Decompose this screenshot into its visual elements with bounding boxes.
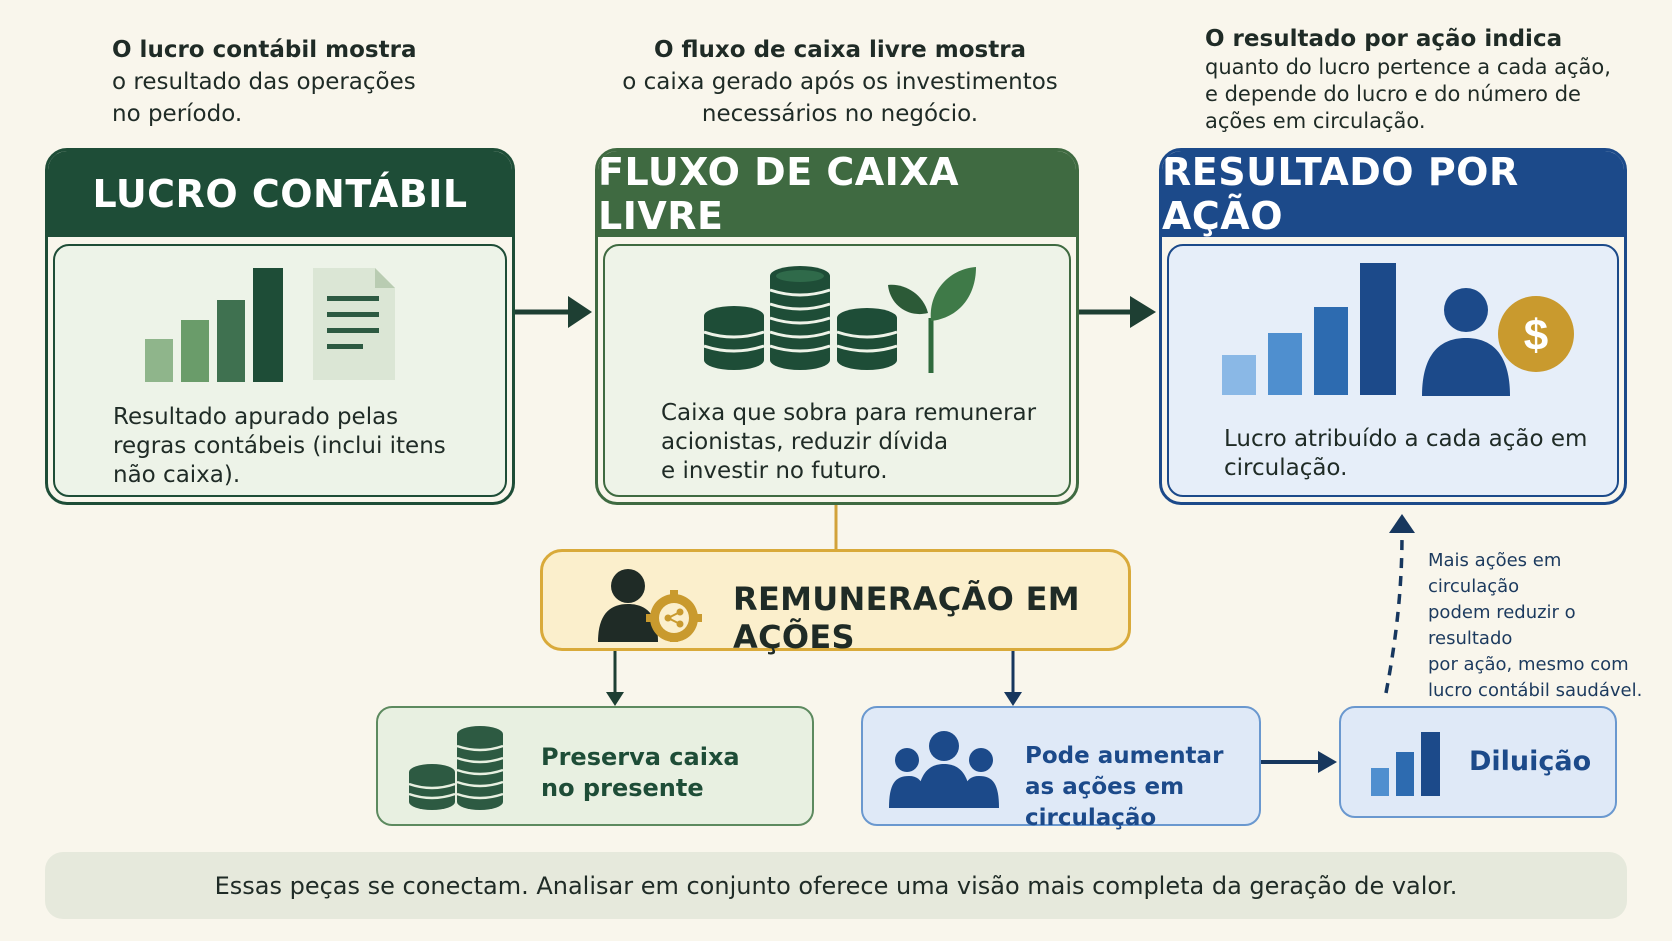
arrow-aumentar-to-diluicao — [1261, 751, 1337, 773]
intro-fcl: O fluxo de caixa livre mostra o caixa ge… — [600, 34, 1080, 130]
group-icon — [889, 731, 999, 808]
intro-rpa-line1: quanto do lucro pertence a cada ação, — [1205, 55, 1611, 79]
card-fcl-desc-line3: e investir no futuro. — [661, 458, 888, 484]
intro-rpa-line2: e depende do lucro e do número de — [1205, 82, 1581, 106]
outcome-preserva-line1: Preserva caixa — [541, 743, 740, 771]
intro-lucro-lead: O lucro contábil mostra — [112, 37, 417, 63]
remuneracao-em-acoes-box: REMUNERAÇÃO EM AÇÕES — [540, 549, 1131, 656]
outcome-preserva-label: Preserva caixa no presente — [541, 742, 740, 804]
card-fcl-title: FLUXO DE CAIXA LIVRE — [598, 151, 1076, 238]
card-fcl-body — [603, 244, 1071, 497]
intro-fcl-line1: o caixa gerado após os investimentos — [622, 69, 1058, 95]
card-lucro-title: LUCRO CONTÁBIL — [48, 151, 512, 237]
dilution-note-line3: por ação, mesmo com — [1428, 654, 1629, 675]
intro-lucro: O lucro contábil mostra o resultado das … — [112, 34, 532, 130]
card-lucro-desc-line2: regras contábeis (inclui itens — [113, 433, 446, 459]
coin-stacks-icon — [408, 726, 504, 810]
card-fcl-desc-line1: Caixa que sobra para remunerar — [661, 400, 1037, 426]
dilution-note-line2: podem reduzir o resultado — [1428, 602, 1576, 649]
card-fluxo-caixa-livre: FLUXO DE CAIXA LIVRE Caixa que sobra par… — [595, 148, 1079, 505]
card-lucro-contabil: LUCRO CONTÁBIL Resultado apurado pelas r… — [45, 148, 515, 505]
intro-rpa-lead: O resultado por ação indica — [1205, 26, 1563, 52]
intro-rpa-line3: ações em circulação. — [1205, 109, 1426, 133]
dilution-note-line4: lucro contábil saudável. — [1428, 680, 1643, 701]
arrow-fcl-to-rpa — [1079, 296, 1156, 328]
svg-text:$: $ — [1524, 311, 1548, 360]
intro-lucro-line1: o resultado das operações — [112, 69, 416, 95]
intro-rpa: O resultado por ação indica quanto do lu… — [1205, 24, 1635, 135]
outcome-aumentar-line1: Pode aumentar — [1025, 743, 1224, 769]
bar-chart-icon — [1371, 732, 1440, 796]
shareholder-dollar-icon: $ — [1422, 288, 1574, 396]
outcome-diluicao: Diluição — [1339, 706, 1617, 818]
card-rpa-desc-line2: circulação. — [1224, 455, 1348, 481]
arrow-diluicao-to-rpa — [1384, 514, 1415, 694]
sprout-icon — [888, 267, 976, 373]
footer-summary: Essas peças se conectam. Analisar em con… — [45, 852, 1627, 919]
card-lucro-desc-line3: não caixa). — [113, 462, 241, 488]
outcome-pode-aumentar: Pode aumentar as ações em circulação — [861, 706, 1261, 831]
card-rpa-title: RESULTADO POR AÇÃO — [1162, 151, 1624, 238]
arrow-lucro-to-fcl — [515, 296, 592, 328]
card-fcl-desc-line2: acionistas, reduzir dívida — [661, 429, 949, 455]
outcome-aumentar-label: Pode aumentar as ações em circulação — [1025, 741, 1259, 834]
outcome-preserva-caixa: Preserva caixa no presente — [376, 706, 814, 826]
person-share-icon — [598, 569, 702, 642]
card-rpa-desc-line1: Lucro atribuído a cada ação em — [1224, 426, 1588, 452]
arrow-remun-to-preserva — [606, 651, 624, 706]
outcome-aumentar-line2: as ações em circulação — [1025, 774, 1185, 831]
coin-stacks-icon — [704, 266, 898, 370]
dilution-note: Mais ações em circulação podem reduzir o… — [1428, 548, 1658, 704]
bar-chart-icon — [1222, 263, 1396, 395]
dilution-note-line1: Mais ações em circulação — [1428, 550, 1562, 597]
arrow-remun-to-aumentar — [1004, 651, 1022, 706]
outcome-diluicao-label: Diluição — [1469, 746, 1592, 777]
bar-chart-icon — [145, 268, 283, 382]
card-fcl-description: Caixa que sobra para remunerar acionista… — [661, 399, 1061, 486]
intro-lucro-line2: no período. — [112, 101, 243, 127]
card-rpa-description: Lucro atribuído a cada ação em circulaçã… — [1224, 425, 1604, 483]
intro-fcl-lead: O fluxo de caixa livre mostra — [653, 37, 1027, 63]
document-icon — [313, 268, 395, 380]
card-lucro-desc-line1: Resultado apurado pelas — [113, 404, 399, 430]
intro-fcl-line2: necessários no negócio. — [701, 101, 979, 127]
card-resultado-por-acao: RESULTADO POR AÇÃO $ Lucro atribuído a c… — [1159, 148, 1627, 505]
outcome-preserva-line2: no presente — [541, 774, 704, 802]
card-lucro-description: Resultado apurado pelas regras contábeis… — [113, 403, 493, 490]
remuneracao-label: REMUNERAÇÃO EM AÇÕES — [733, 580, 1080, 656]
